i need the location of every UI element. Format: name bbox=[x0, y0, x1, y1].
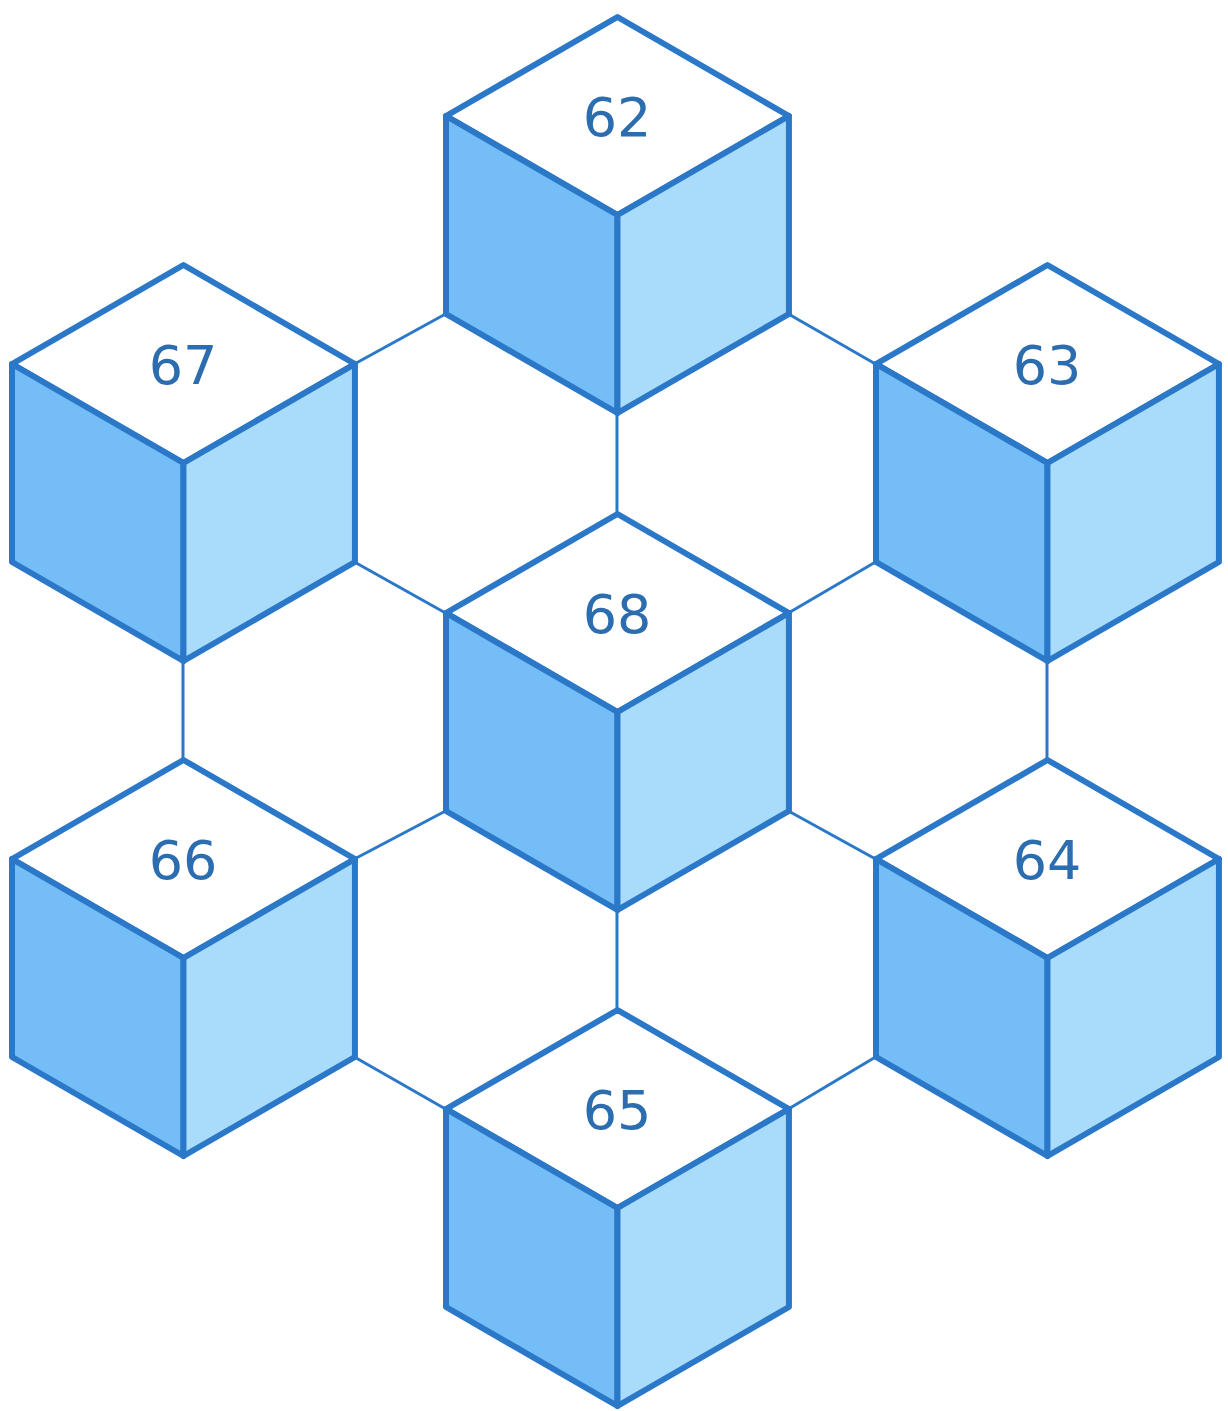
left-face bbox=[446, 116, 617, 413]
honeycomb-link bbox=[788, 314, 875, 364]
number-cube: 66 bbox=[12, 760, 355, 1156]
number-cube: 64 bbox=[876, 760, 1219, 1156]
number-cube: 67 bbox=[12, 265, 355, 661]
honeycomb-link bbox=[354, 562, 445, 613]
cube-outline bbox=[446, 17, 789, 413]
cube-outline bbox=[12, 265, 355, 661]
cube-number: 63 bbox=[1013, 339, 1082, 393]
left-face bbox=[446, 613, 617, 910]
cube-number: 66 bbox=[149, 834, 218, 888]
cube-outline bbox=[876, 265, 1219, 661]
honeycomb-link bbox=[788, 562, 875, 613]
right-face bbox=[183, 364, 354, 661]
honeycomb-link bbox=[354, 811, 445, 859]
right-face bbox=[1047, 859, 1218, 1156]
right-face bbox=[1047, 364, 1218, 661]
honeycomb-link bbox=[615, 910, 618, 1010]
cube-outline bbox=[12, 760, 355, 1156]
cube-number: 67 bbox=[149, 339, 218, 393]
right-face bbox=[183, 859, 354, 1156]
number-cube: 63 bbox=[876, 265, 1219, 661]
cube-number: 68 bbox=[583, 588, 652, 642]
left-face bbox=[446, 1109, 617, 1406]
left-face bbox=[876, 859, 1047, 1156]
cube-outline bbox=[876, 760, 1219, 1156]
number-cube: 62 bbox=[446, 17, 789, 413]
cube-outline bbox=[446, 514, 789, 910]
left-face bbox=[876, 364, 1047, 661]
left-face bbox=[12, 859, 183, 1156]
number-cube: 68 bbox=[446, 514, 789, 910]
right-face bbox=[617, 1109, 788, 1406]
honeycomb-link bbox=[788, 811, 875, 859]
right-face bbox=[617, 116, 788, 413]
left-face bbox=[12, 364, 183, 661]
honeycomb-link bbox=[1045, 661, 1048, 760]
number-cube: 65 bbox=[446, 1010, 789, 1406]
honeycomb-link bbox=[354, 314, 445, 364]
right-face bbox=[617, 613, 788, 910]
cube-number: 62 bbox=[583, 91, 652, 145]
honeycomb-link bbox=[788, 1057, 875, 1109]
cube-number: 65 bbox=[583, 1084, 652, 1138]
honeycomb-link bbox=[615, 413, 618, 514]
honeycomb-link bbox=[181, 661, 184, 760]
honeycomb-link bbox=[354, 1057, 445, 1109]
cube-outline bbox=[446, 1010, 789, 1406]
cube-number: 64 bbox=[1013, 834, 1082, 888]
